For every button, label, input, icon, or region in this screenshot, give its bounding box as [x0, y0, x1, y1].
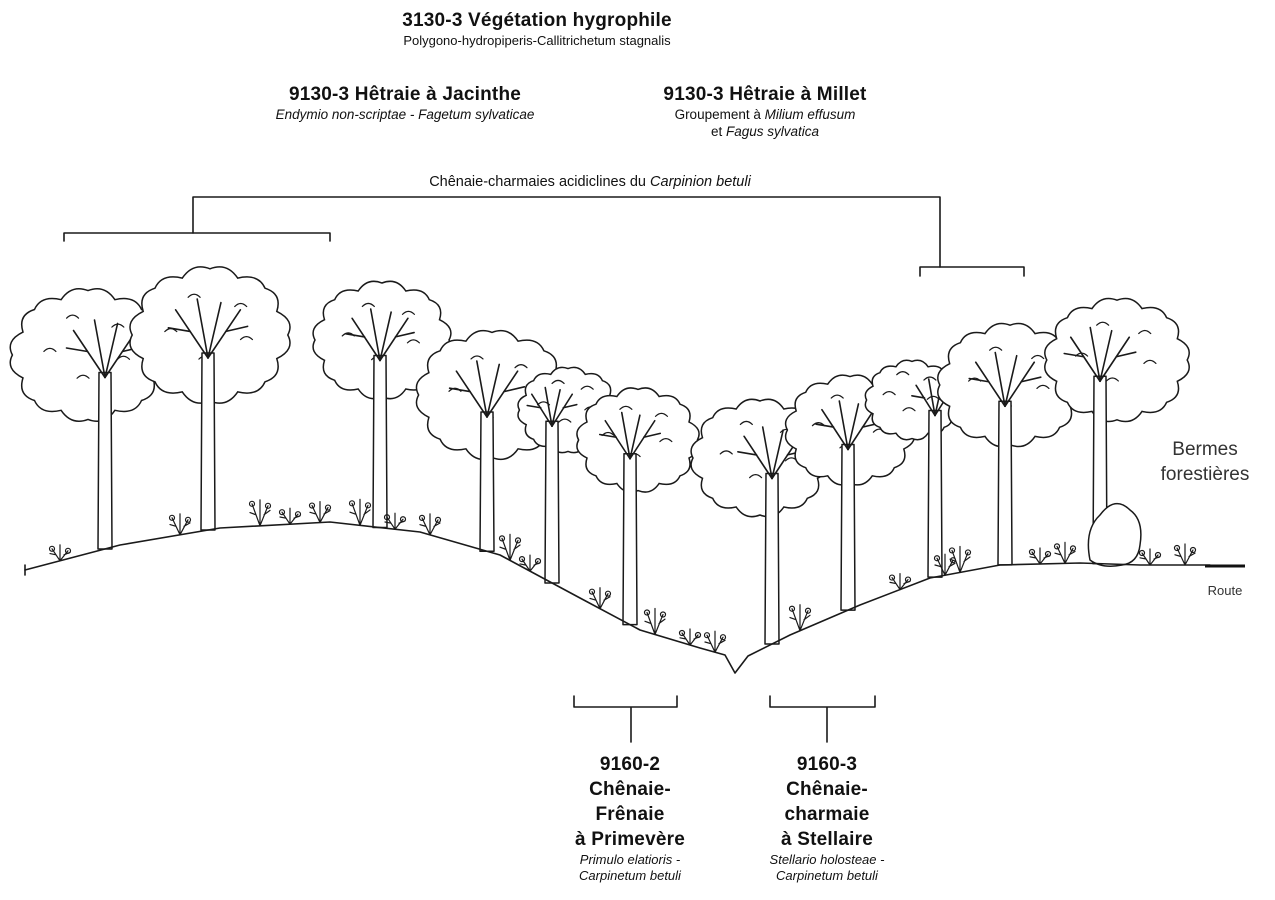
herb-layer	[50, 499, 1196, 652]
tree-trunk	[765, 474, 779, 645]
habitat-9160-2-label: 9160-2 Chênaie- Frênaie à Primevère Prim…	[530, 752, 730, 884]
herb-plant	[420, 514, 441, 535]
herb-plant	[645, 609, 666, 635]
tree-trunk	[373, 356, 387, 528]
herb-plant	[350, 499, 371, 525]
habitat-9130-3-millet-label: 9130-3 Hêtraie à Millet Groupement à Mil…	[615, 84, 915, 140]
herb-plant	[280, 508, 301, 524]
herb-plant	[1140, 549, 1161, 565]
herb-plant	[1175, 544, 1196, 565]
tree-trunk	[623, 454, 637, 625]
bracket-line	[193, 197, 940, 267]
herb-plant	[520, 555, 541, 571]
habitat-9130-3-jacinthe-label: 9130-3 Hêtraie à Jacinthe Endymio non-sc…	[215, 84, 595, 123]
habitat-9160-3-code: 9160-3	[727, 752, 927, 777]
habitat-3130-3-title: 3130-3 Végétation hygrophile	[337, 10, 737, 32]
hetraie-jacinthe-title: 9130-3 Hêtraie à Jacinthe	[215, 84, 595, 106]
tree-trunk	[98, 373, 112, 549]
chenaie-acidicline-label: Chênaie-charmaies acidiclines du Carpini…	[290, 174, 890, 191]
herb-plant	[1030, 548, 1051, 564]
bracket-line	[64, 233, 330, 241]
bermes-forestieres-label: Bermes forestières	[1140, 437, 1270, 487]
habitat-9160-2-name2: Frênaie	[530, 802, 730, 827]
bermes-line2: forestières	[1140, 462, 1270, 487]
bracket-line	[574, 696, 677, 742]
habitat-9160-3-latin1: Stellario holosteae -	[727, 852, 927, 868]
habitat-9160-3-name3: à Stellaire	[727, 827, 927, 852]
habitat-9160-2-latin1: Primulo elatioris -	[530, 852, 730, 868]
hetraie-millet-line2-italic: Fagus sylvatica	[726, 124, 819, 139]
hetraie-millet-line1: Groupement à Milium effusum	[615, 106, 915, 123]
habitat-9160-2-code: 9160-2	[530, 752, 730, 777]
hetraie-millet-line1-text: Groupement à	[675, 107, 761, 122]
tree-trunk	[201, 353, 215, 530]
habitat-9160-2-latin2: Carpinetum betuli	[530, 868, 730, 884]
ground-line	[25, 522, 1210, 673]
bermes-line1: Bermes	[1140, 437, 1270, 462]
herb-plant	[1055, 542, 1076, 563]
route-label: Route	[1190, 583, 1260, 598]
tree	[577, 388, 699, 625]
tree-trunk	[480, 412, 494, 551]
hetraie-millet-line1-italic: Milium effusum	[765, 107, 856, 122]
herb-plant	[250, 500, 271, 526]
bracket-line	[770, 696, 875, 742]
bracket-line	[920, 267, 1024, 276]
tree	[130, 267, 290, 530]
chenaie-acidicline-italic: Carpinion betuli	[650, 174, 751, 190]
herb-plant	[170, 514, 191, 535]
habitat-3130-3-label: 3130-3 Végétation hygrophile Polygono-hy…	[337, 10, 737, 49]
habitat-9160-2-name3: à Primevère	[530, 827, 730, 852]
habitat-9160-3-name2: charmaie	[727, 802, 927, 827]
hetraie-millet-line2: et Fagus sylvatica	[615, 123, 915, 140]
habitat-9160-3-latin2: Carpinetum betuli	[727, 868, 927, 884]
tree-trunk	[928, 411, 942, 578]
tree-trunk	[545, 421, 559, 583]
tree-trunk	[841, 445, 855, 611]
habitat-3130-3-subtitle: Polygono-hydropiperis-Callitrichetum sta…	[337, 32, 737, 49]
herb-plant	[705, 631, 726, 652]
tree-trunk	[998, 401, 1012, 565]
hetraie-millet-line2-text: et	[711, 124, 722, 139]
habitat-9160-3-name1: Chênaie-	[727, 777, 927, 802]
herb-plant	[950, 546, 971, 572]
habitat-9160-3-label: 9160-3 Chênaie- charmaie à Stellaire Ste…	[727, 752, 927, 884]
hetraie-millet-title: 9130-3 Hêtraie à Millet	[615, 84, 915, 106]
chenaie-acidicline-text: Chênaie-charmaies acidiclines du	[429, 174, 646, 190]
herb-plant	[310, 502, 331, 523]
habitat-9160-2-name1: Chênaie-	[530, 777, 730, 802]
hetraie-jacinthe-subtitle: Endymio non-scriptae - Fagetum sylvatica…	[215, 106, 595, 123]
